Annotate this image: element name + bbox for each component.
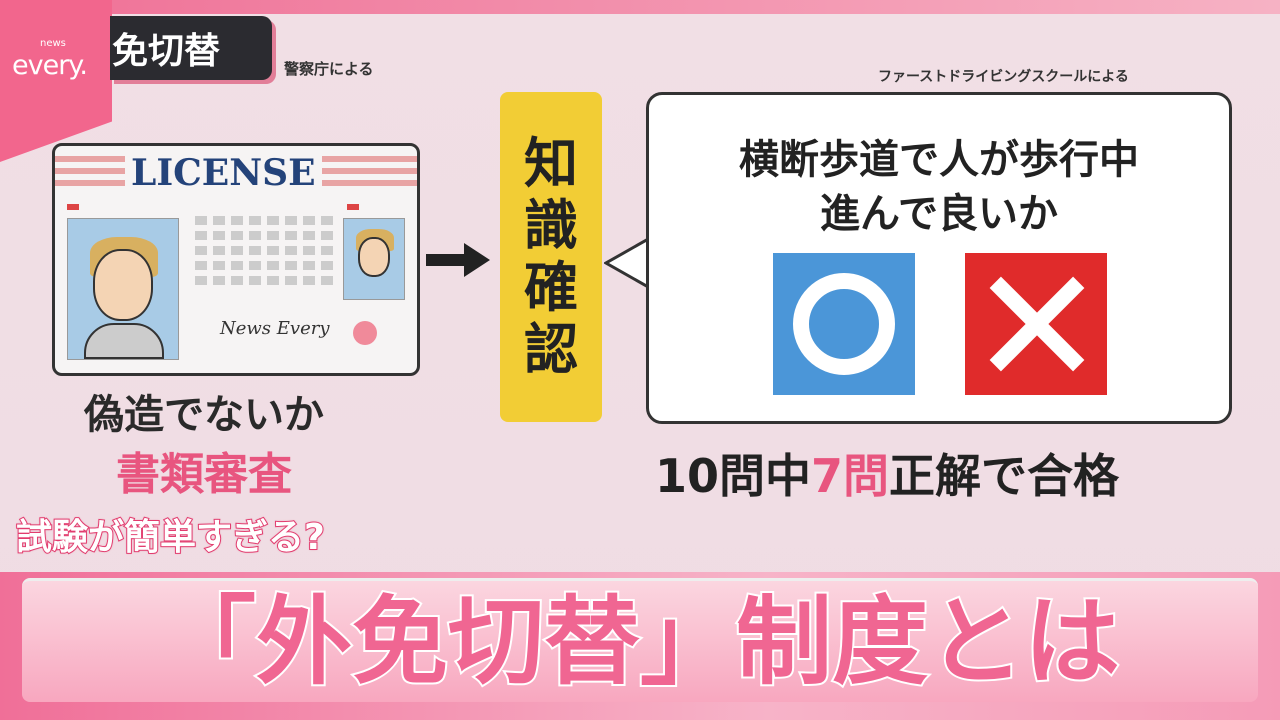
license-heading: LICENSE bbox=[125, 152, 322, 194]
portrait-photo bbox=[67, 218, 179, 360]
pass-rule: 10問中7問正解で合格 bbox=[655, 440, 1119, 506]
speech-bubble-tail bbox=[604, 238, 650, 288]
headline-caption: 「外免切替」制度とは bbox=[158, 584, 1122, 700]
pass-suffix: 正解で合格 bbox=[889, 449, 1120, 503]
knowledge-char: 識 bbox=[524, 193, 578, 257]
knowledge-char: 知 bbox=[524, 131, 578, 195]
card-signature: News Every bbox=[220, 318, 330, 339]
section-title: 免切替 bbox=[110, 16, 272, 80]
red-mark bbox=[67, 204, 79, 210]
logo-every: every. bbox=[12, 50, 88, 81]
question-line1: 横断歩道で人が歩行中 bbox=[739, 137, 1139, 183]
knowledge-check-box: 知 識 確 認 bbox=[500, 92, 602, 422]
top-band bbox=[0, 0, 1280, 14]
license-card-illustration: LICENSE News Every bbox=[52, 143, 420, 376]
card-text-placeholder bbox=[195, 216, 333, 285]
source-right: ファーストドライビングスクールによる bbox=[878, 69, 1129, 85]
lower-third-panel bbox=[22, 578, 1258, 702]
pass-prefix: 10問中 bbox=[655, 449, 812, 503]
red-mark bbox=[347, 204, 359, 210]
arrow-right-icon bbox=[426, 243, 490, 277]
pass-highlight: 7問 bbox=[811, 449, 890, 503]
circle-correct-icon bbox=[773, 253, 915, 395]
small-portrait bbox=[343, 218, 405, 300]
subtitle-caption: 試験が簡単すぎる? bbox=[15, 516, 326, 559]
portrait-face bbox=[358, 237, 390, 277]
question-bubble: 横断歩道で人が歩行中 進んで良いか bbox=[646, 92, 1232, 424]
news-every-logo: news every. bbox=[0, 0, 112, 162]
document-review-label: 書類審査 bbox=[116, 449, 292, 500]
seal-mark bbox=[353, 321, 377, 345]
knowledge-char: 認 bbox=[524, 318, 578, 382]
knowledge-char: 確 bbox=[524, 256, 578, 319]
portrait-face bbox=[93, 249, 153, 321]
cross-wrong-icon bbox=[965, 253, 1107, 395]
question-line2: 進んで良いか bbox=[820, 191, 1058, 237]
forgery-check-label: 偽造でないか bbox=[84, 392, 324, 438]
portrait-shoulders bbox=[84, 323, 164, 359]
logo-news: news bbox=[40, 38, 66, 49]
source-left: 警察庁による bbox=[284, 60, 374, 78]
